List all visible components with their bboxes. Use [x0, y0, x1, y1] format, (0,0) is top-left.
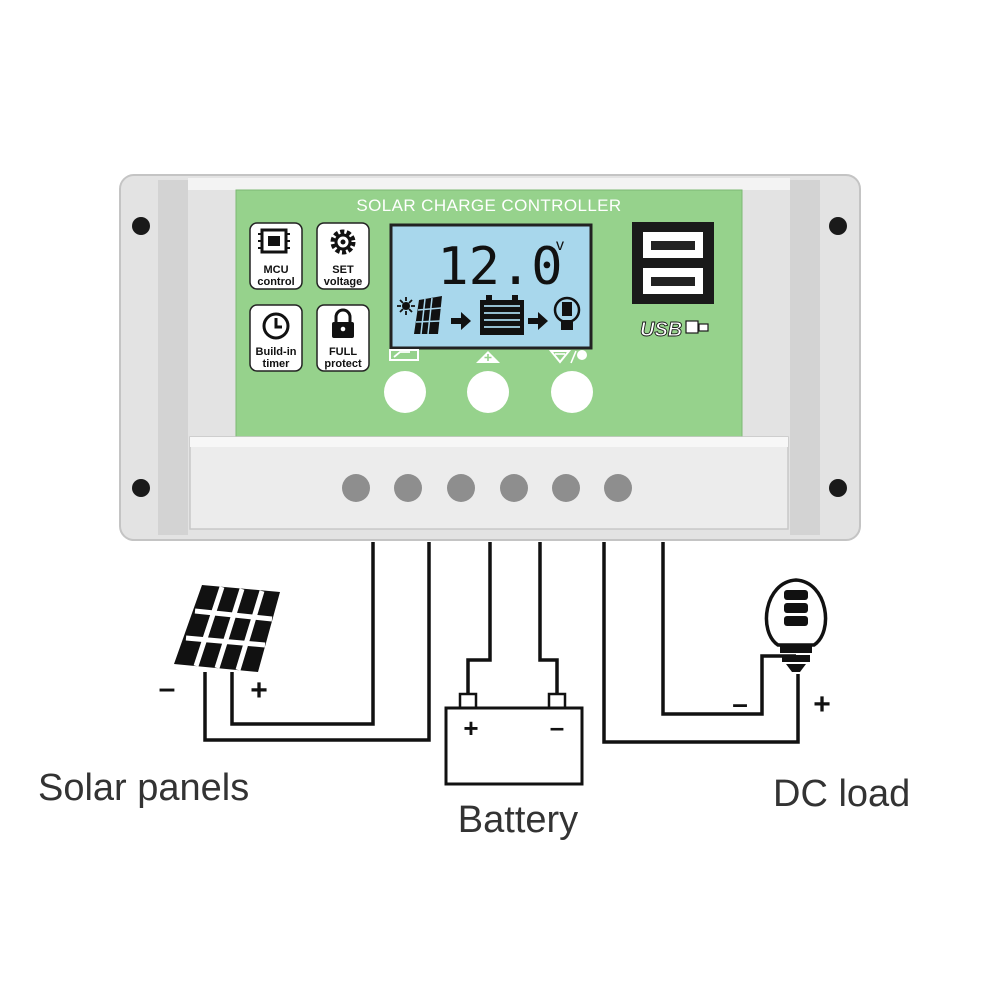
lock-icon [332, 308, 354, 338]
feature-timer-line1: Build-in [256, 346, 297, 358]
battery-label: Battery [458, 799, 578, 841]
battery-outline-icon [389, 349, 419, 361]
arrow-right-icon [528, 312, 548, 330]
feature-timer-line2: timer [263, 358, 291, 370]
lcd-voltage-unit: v [556, 237, 564, 254]
lcd-screen: 12.0 v [389, 223, 593, 350]
load-plus-sign: + [813, 688, 831, 721]
feature-build-in-timer: Build-in timer [249, 304, 303, 372]
solar-plus-sign: + [250, 674, 268, 707]
bulb-icon [764, 578, 828, 672]
usb-plug-icon [685, 320, 709, 334]
arrow-right-icon [451, 312, 471, 330]
usb-ports[interactable] [632, 222, 714, 304]
wire-battery-positive [466, 542, 492, 698]
feature-mcu-control: MCU control [249, 222, 303, 290]
wire-load-positive [661, 542, 796, 716]
mount-hole-bottom-left [132, 479, 150, 497]
plus-arrow-icon [476, 351, 500, 363]
feature-protect-line2: protect [324, 358, 362, 370]
feature-set-voltage: SET voltage [316, 222, 370, 290]
down-button[interactable] [551, 371, 593, 413]
wire-solar-positive [230, 542, 375, 726]
feature-mcu-line1: MCU [263, 264, 288, 276]
wires [203, 542, 800, 744]
feature-set-line1: SET [332, 264, 354, 276]
terminal-screw[interactable] [552, 474, 580, 502]
minus-bulb-icon [548, 350, 587, 364]
mount-hole-top-left [132, 217, 150, 235]
usb-label: USB [640, 319, 709, 341]
wire-solar-negative [203, 542, 431, 742]
terminal-screw[interactable] [342, 474, 370, 502]
clock-icon [262, 312, 290, 340]
sun-icon [397, 297, 415, 315]
battery-icon [480, 295, 524, 335]
solar-panels-label: Solar panels [38, 767, 249, 809]
battery-plus-sign: + [463, 713, 478, 743]
dc-load-label: DC load [773, 773, 910, 815]
terminal-screw[interactable] [394, 474, 422, 502]
feature-protect-line1: FULL [329, 346, 357, 358]
wire-battery-negative [538, 542, 559, 698]
controller-title: SOLAR CHARGE CONTROLLER [356, 196, 621, 215]
feature-set-line2: voltage [324, 276, 363, 288]
terminal-screw[interactable] [604, 474, 632, 502]
solar-minus-sign: – [159, 672, 176, 705]
terminal-strip [189, 436, 789, 530]
terminal-screw[interactable] [500, 474, 528, 502]
solar-panel-icon [174, 585, 280, 672]
terminal-screw[interactable] [447, 474, 475, 502]
up-button[interactable] [467, 371, 509, 413]
mount-hole-bottom-right [829, 479, 847, 497]
feature-full-protect: FULL protect [316, 304, 370, 372]
battery-icon [444, 692, 584, 786]
usb-label-text: USB [640, 319, 682, 341]
mount-hole-top-right [829, 217, 847, 235]
lcd-voltage-readout: 12.0 [437, 237, 562, 297]
gear-icon [330, 229, 356, 255]
solar-panel-icon [414, 296, 442, 335]
load-minus-sign: – [732, 688, 748, 719]
menu-button[interactable] [384, 371, 426, 413]
feature-mcu-line2: control [257, 276, 294, 288]
battery-minus-sign: – [550, 712, 564, 742]
chip-icon [258, 228, 290, 254]
wire-load-negative [602, 542, 800, 744]
bulb-icon [553, 296, 581, 330]
